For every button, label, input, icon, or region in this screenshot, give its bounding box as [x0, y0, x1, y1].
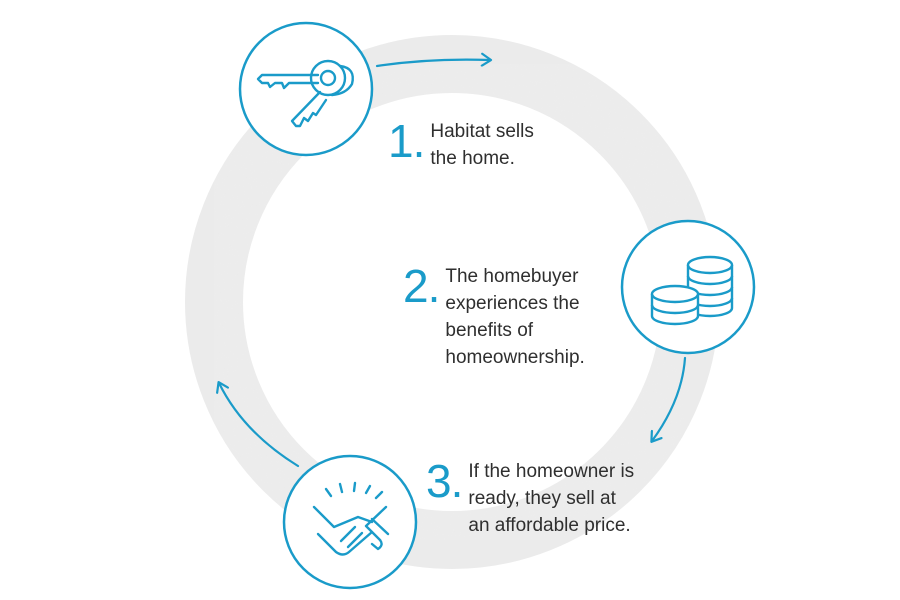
arrow-handshake-to-keys [219, 383, 300, 468]
keys-icon [238, 21, 374, 157]
handshake-icon [282, 454, 418, 590]
arrow-keys-to-coins [375, 60, 490, 68]
step-3-number: 3. [426, 455, 463, 507]
step-3: 3. If the homeowner is ready, they sell … [426, 458, 634, 539]
cycle-arrows [219, 60, 687, 468]
coin-stacks-icon [620, 219, 756, 355]
step-1: 1. Habitat sells the home. [388, 118, 534, 172]
step-3-text: If the homeowner is ready, they sell at … [468, 461, 635, 536]
arrow-coins-to-handshake [652, 356, 687, 441]
step-2-text: The homebuyer experiences the benefits o… [445, 266, 585, 368]
step-2-number: 2. [403, 260, 440, 312]
step-1-number: 1. [388, 115, 425, 167]
step-2: 2. The homebuyer experiences the benefit… [403, 263, 585, 371]
step-1-text: Habitat sells the home. [430, 121, 534, 169]
